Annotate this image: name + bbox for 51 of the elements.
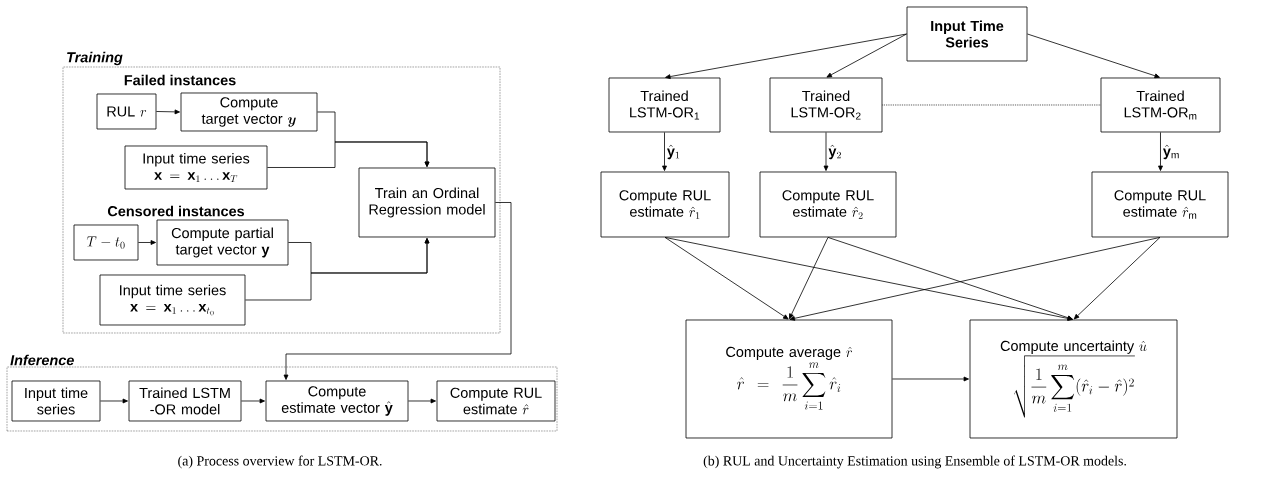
process-box: Compute partial target vector $\mathbf{y}$ [156, 219, 289, 266]
arrow [283, 202, 512, 380]
arrow [664, 237, 1073, 321]
edge-label: $\hat{\mathbf{y}}_1$ [667, 144, 680, 160]
process-box: Compute average $\hat{r}$ $\hat{r} = \frac{1}{m}\sum_{i=1}^{m}\hat{r}_i$ [685, 319, 893, 439]
node-label: Inference [10, 354, 74, 366]
arrow [664, 237, 789, 320]
arrow [241, 398, 265, 404]
section-heading: Failed instances [124, 74, 236, 86]
arrow [408, 398, 436, 404]
process-box: Input time series $\mathbf{x} = \mathbf{x}_1 \ldots \mathbf{x}_T$ [124, 145, 268, 190]
arrow [100, 398, 128, 404]
process-box: Compute RUL estimate $\hat{r}_1$ [600, 171, 730, 238]
process-box: Input time series $\mathbf{x} = \mathbf{x}_1 \ldots \mathbf{x}_{t_0}$ [99, 274, 246, 326]
arrow [665, 33, 907, 79]
arrow [1073, 237, 1161, 320]
process-box: Trained LSTM-OR$_{m}$ [1100, 77, 1221, 133]
process-box: Compute uncertainty $\hat{u}$ $\sqrt{\frac{1}{m}\sum_{i=1}^{m}(\hat{r}_i-\hat{r})^2}$ [969, 319, 1178, 439]
arrow [156, 109, 180, 115]
process-box: $T - t_0$ [73, 224, 139, 261]
process-box: Train an Ordinal Regression model [358, 167, 496, 238]
arrow [267, 141, 430, 168]
process-box: Compute target vector $\boldsymbol{y}$ [180, 92, 318, 132]
arrow [892, 376, 969, 382]
process-box: Compute RUL estimate $\hat{r}$ [436, 380, 556, 422]
process-box: Trained LSTM -OR model [128, 380, 242, 422]
node-label: Training [67, 51, 123, 66]
arrow [789, 237, 829, 320]
process-box: Trained LSTM-OR$_{2}$ [769, 77, 883, 133]
process-box: Input time series [11, 380, 101, 422]
section-heading: Censored instances [107, 205, 245, 217]
arrow [138, 240, 156, 245]
process-box: Input Time Series [906, 6, 1028, 62]
arrow [826, 33, 907, 78]
arrow [1158, 132, 1163, 171]
caption: (a) Process overview for LSTM-OR. [178, 455, 382, 469]
process-box: Trained LSTM-OR$_{1}$ [608, 77, 721, 133]
caption: (b) RUL and Uncertainty Estimation using Ensemble of LSTM-OR models. [703, 455, 1126, 469]
dotted-line [882, 104, 1101, 106]
process-box: Compute estimate vector $\hat{\mathbf{y}}$ [265, 380, 409, 422]
process-box: Compute RUL estimate $\hat{r}_2$ [759, 171, 897, 238]
process-box: Compute RUL estimate $\hat{r}_{\mathrm{m}}$ [1091, 171, 1229, 238]
arrow [827, 237, 1073, 321]
arrow [823, 132, 829, 171]
edge-label: $\hat{\mathbf{y}}_{\mathrm{m}}$ [1163, 144, 1179, 160]
arrow [662, 132, 667, 171]
arrow [245, 238, 430, 301]
arrow [789, 237, 1161, 321]
process-box: RUL $r$ [96, 93, 157, 130]
edge-label: $\hat{\mathbf{y}}_2$ [828, 144, 841, 160]
arrow [1027, 33, 1160, 79]
